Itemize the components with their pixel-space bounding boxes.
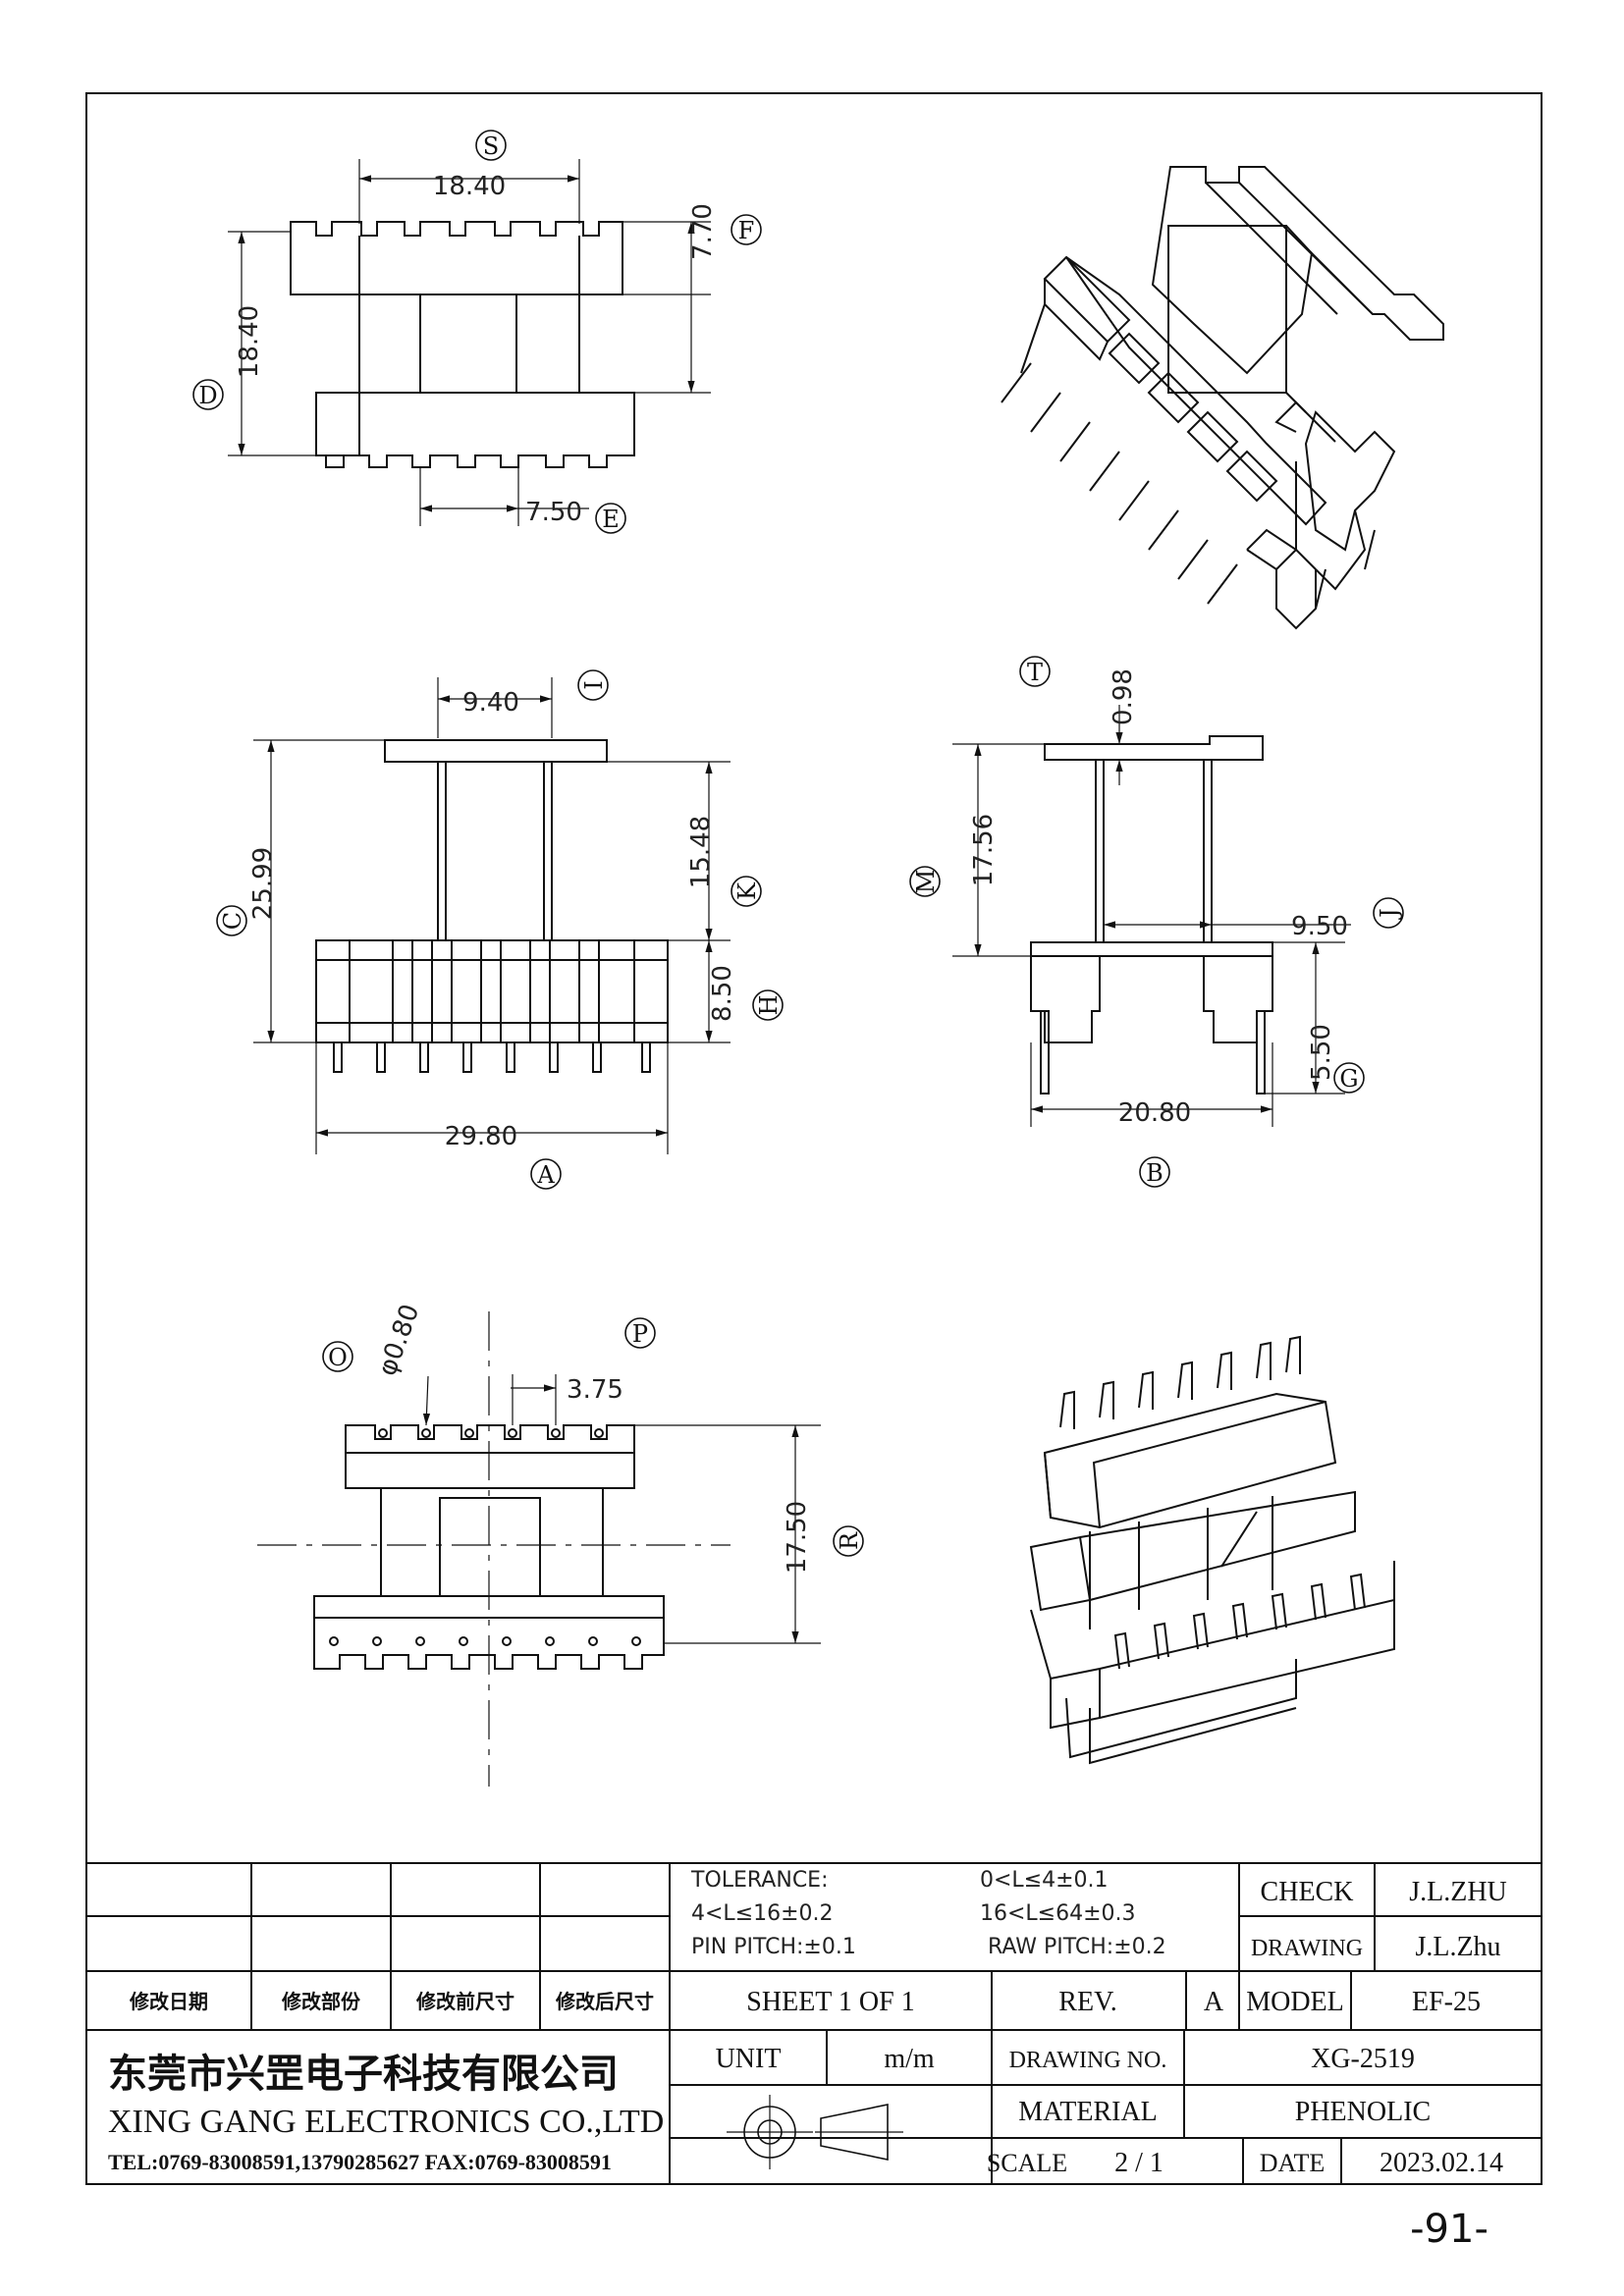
top-view bbox=[228, 159, 711, 526]
dim-r: 17.50 bbox=[783, 1501, 812, 1574]
drawing-no-label: DRAWING NO. bbox=[1009, 2048, 1167, 2073]
svg-text:G: G bbox=[1339, 1065, 1358, 1093]
dim-d: 18.40 bbox=[235, 305, 264, 378]
svg-text:F: F bbox=[738, 217, 755, 244]
isometric-view-top bbox=[1001, 166, 1444, 630]
tolerance-label: TOLERANCE: bbox=[690, 1868, 829, 1893]
svg-text:R: R bbox=[836, 1531, 863, 1550]
unit-value: m/m bbox=[884, 2044, 935, 2074]
bubble-j: J bbox=[1373, 897, 1404, 929]
material-label: MATERIAL bbox=[1018, 2097, 1158, 2127]
rev-label: REV. bbox=[1058, 1987, 1116, 2017]
dim-a: 29.80 bbox=[445, 1122, 517, 1151]
bubble-g: G bbox=[1333, 1062, 1365, 1094]
dim-t: 0.98 bbox=[1109, 668, 1138, 725]
side-view bbox=[952, 705, 1351, 1127]
date-value: 2023.02.14 bbox=[1380, 2148, 1503, 2178]
bubble-m: M bbox=[909, 866, 941, 897]
dim-m: 17.56 bbox=[969, 814, 999, 886]
material-value: PHENOLIC bbox=[1295, 2097, 1431, 2127]
drawing-no-value: XG-2519 bbox=[1311, 2044, 1415, 2074]
drawing-value: J.L.Zhu bbox=[1415, 1932, 1500, 1962]
bubble-a: A bbox=[530, 1158, 562, 1190]
bubble-d: D bbox=[192, 379, 224, 410]
dim-top-width: 18.40 bbox=[433, 172, 506, 201]
dim-g: 5.50 bbox=[1307, 1024, 1336, 1081]
scale-value: 2 / 1 bbox=[1114, 2148, 1164, 2178]
svg-text:O: O bbox=[328, 1344, 348, 1371]
svg-text:I: I bbox=[580, 680, 608, 689]
sheet-info: SHEET 1 OF 1 bbox=[746, 1987, 914, 2017]
svg-text:E: E bbox=[602, 506, 620, 533]
dim-e: 7.50 bbox=[525, 498, 582, 527]
bottom-view bbox=[257, 1311, 821, 1787]
pin-pitch: PIN PITCH:±0.1 bbox=[691, 1935, 856, 1959]
bubble-b: B bbox=[1139, 1156, 1170, 1188]
company-name-cn: 东莞市兴罡电子科技有限公司 bbox=[108, 2052, 619, 2097]
bubble-f: F bbox=[731, 214, 762, 245]
bubble-p: P bbox=[624, 1317, 656, 1349]
dim-o: φ0.80 bbox=[373, 1301, 426, 1380]
front-view bbox=[253, 677, 731, 1154]
svg-text:M: M bbox=[912, 870, 940, 894]
scale-label: SCALE bbox=[987, 2149, 1067, 2177]
dim-c: 25.99 bbox=[248, 847, 278, 920]
tolerance-range-3: 16<L≤64±0.3 bbox=[980, 1901, 1136, 1926]
rev-value: A bbox=[1204, 1987, 1224, 2017]
svg-text:D: D bbox=[198, 382, 217, 409]
svg-text:P: P bbox=[632, 1320, 648, 1348]
dim-h: 8.50 bbox=[708, 965, 737, 1022]
svg-text:H: H bbox=[755, 995, 783, 1016]
dim-b: 20.80 bbox=[1118, 1098, 1191, 1128]
svg-text:B: B bbox=[1146, 1159, 1164, 1187]
svg-text:S: S bbox=[483, 133, 499, 160]
rev-header-before: 修改前尺寸 bbox=[415, 1990, 514, 2013]
date-label: DATE bbox=[1260, 2149, 1325, 2177]
svg-text:T: T bbox=[1027, 659, 1043, 686]
isometric-view-bottom bbox=[1029, 1335, 1395, 1765]
bubble-i: I bbox=[577, 669, 609, 701]
title-block bbox=[86, 1862, 1542, 2184]
svg-text:C: C bbox=[219, 912, 246, 930]
dim-j: 9.50 bbox=[1291, 912, 1348, 941]
dim-k: 15.48 bbox=[686, 816, 716, 888]
bubble-e: E bbox=[595, 503, 626, 534]
bubble-k: K bbox=[731, 876, 762, 907]
company-name-en: XING GANG ELECTRONICS CO.,LTD bbox=[108, 2104, 664, 2140]
model-value: EF-25 bbox=[1412, 1987, 1481, 2017]
bubble-c: C bbox=[216, 905, 247, 936]
check-label: CHECK bbox=[1261, 1877, 1354, 1907]
rev-header-date: 修改日期 bbox=[129, 1990, 208, 2013]
svg-text:J: J bbox=[1376, 908, 1403, 921]
bubble-h: H bbox=[752, 989, 784, 1021]
bubble-o: O bbox=[322, 1341, 353, 1372]
unit-label: UNIT bbox=[716, 2044, 782, 2074]
dim-f: 7.70 bbox=[688, 203, 718, 260]
svg-text:A: A bbox=[536, 1161, 555, 1189]
dim-p: 3.75 bbox=[567, 1375, 623, 1405]
drawing-label: DRAWING bbox=[1251, 1936, 1363, 1961]
bubble-r: R bbox=[833, 1525, 864, 1557]
rev-header-part: 修改部份 bbox=[281, 1990, 361, 2013]
company-contact: TEL:0769-83008591,13790285627 FAX:0769-8… bbox=[108, 2150, 612, 2174]
model-label: MODEL bbox=[1246, 1987, 1344, 2017]
bubble-t: T bbox=[1019, 656, 1051, 687]
svg-text:K: K bbox=[733, 881, 761, 900]
bubble-s: S bbox=[475, 130, 507, 161]
raw-pitch: RAW PITCH:±0.2 bbox=[988, 1935, 1166, 1959]
rev-header-after: 修改后尺寸 bbox=[555, 1990, 654, 2013]
sheet-border bbox=[85, 92, 1543, 2185]
tolerance-range-2: 4<L≤16±0.2 bbox=[691, 1901, 834, 1926]
tolerance-range-1: 0<L≤4±0.1 bbox=[980, 1868, 1109, 1893]
page-number: -91- bbox=[1410, 2207, 1489, 2252]
check-value: J.L.ZHU bbox=[1409, 1877, 1507, 1907]
dim-i: 9.40 bbox=[462, 688, 519, 718]
